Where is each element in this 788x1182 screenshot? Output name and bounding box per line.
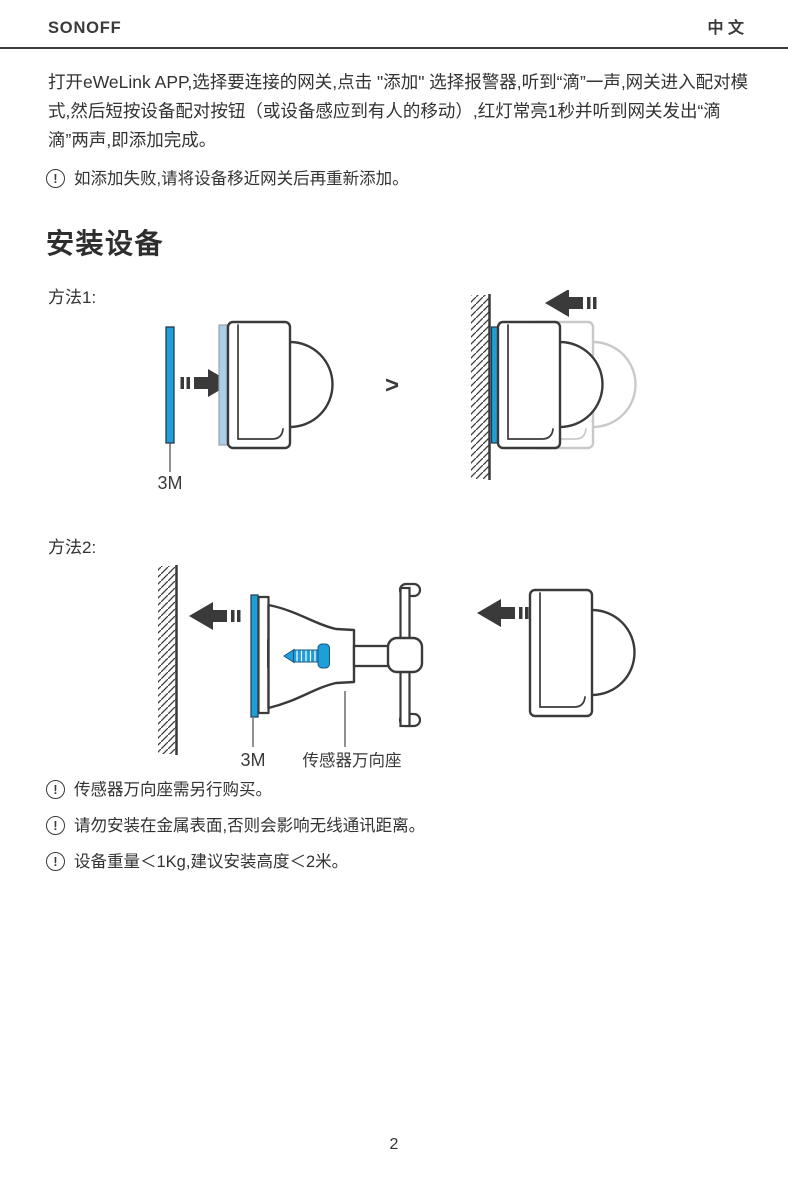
note-text: 设备重量＜1Kg,建议安装高度＜2米。: [74, 853, 349, 871]
pairing-note: ! 如添加失败,请将设备移近网关后再重新添加。: [46, 168, 409, 190]
mounting-screw: [283, 643, 330, 669]
gimbal-neck: [352, 644, 392, 668]
alert-circle-icon: !: [46, 852, 65, 871]
sticker-liner-strip: [218, 324, 228, 446]
3m-adhesive-strip: [250, 594, 259, 718]
wall-hatching: [471, 295, 489, 479]
sensor-device-side-view: [528, 588, 636, 718]
3m-label: 3M: [157, 473, 182, 493]
brand-logo: SONOFF: [48, 19, 122, 37]
install-notes: ! 传感器万向座需另行购买。 ! 请勿安装在金属表面,否则会影响无线通讯距离。 …: [46, 779, 425, 873]
note-text: 请勿安装在金属表面,否则会影响无线通讯距离。: [74, 817, 426, 835]
method1-label: 方法1:: [48, 288, 97, 307]
alert-circle-icon: !: [46, 780, 65, 799]
wall-hatching: [158, 566, 176, 754]
pairing-instructions: 打开eWeLink APP,选择要连接的网关,点击 "添加" 选择报警器,听到“…: [48, 72, 749, 150]
alert-circle-icon: !: [46, 816, 65, 835]
gimbal-mount-label: 传感器万向座: [303, 751, 402, 770]
language-label: 中 文: [707, 20, 744, 37]
note-item: ! 请勿安装在金属表面,否则会影响无线通讯距离。: [46, 815, 425, 837]
method2-diagram: 3M 传感器万向座: [158, 565, 636, 770]
page-header: SONOFF 中 文: [0, 0, 788, 49]
note-item: ! 传感器万向座需另行购买。: [46, 779, 425, 801]
note-item: ! 设备重量＜1Kg,建议安装高度＜2米。: [46, 851, 425, 873]
attach-arrow-left-icon: [477, 599, 529, 627]
method2-label: 方法2:: [48, 538, 97, 557]
mount-arrow-left-icon: [189, 602, 241, 630]
3m-adhesive-strip: [165, 326, 175, 444]
method1-diagram: 3M >: [157, 290, 637, 493]
gimbal-ball-knob: [386, 636, 424, 674]
pairing-note-text: 如添加失败,请将设备移近网关后再重新添加。: [74, 170, 409, 188]
step-separator: >: [385, 372, 399, 399]
press-arrow-left-icon: [545, 290, 597, 317]
3m-label: 3M: [240, 750, 265, 770]
alert-circle-icon: !: [46, 169, 65, 188]
section-title: 安装设备: [46, 228, 165, 259]
page-number: 2: [389, 1136, 399, 1153]
note-text: 传感器万向座需另行购买。: [74, 781, 272, 799]
sensor-device-side-view: [226, 320, 334, 450]
